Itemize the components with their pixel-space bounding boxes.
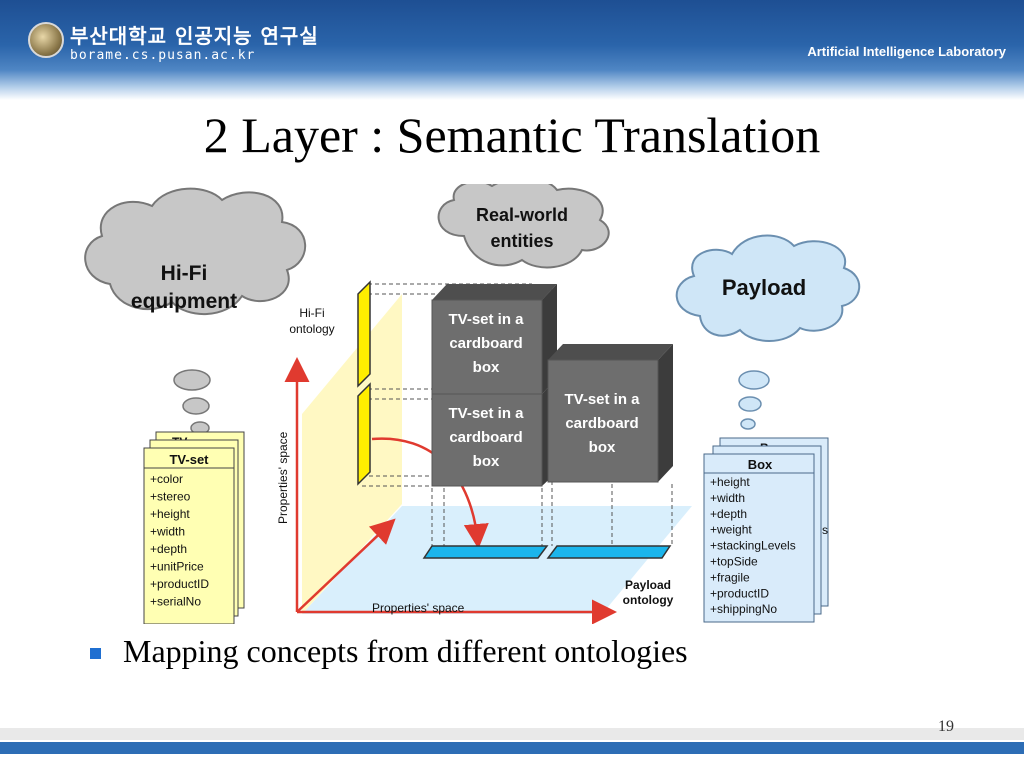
realworld-cloud-line2: entities (490, 231, 553, 251)
tv-card-attribute: +color (150, 472, 183, 486)
box-card-attribute: +topSide (710, 555, 758, 569)
box-card-attribute: +depth (710, 507, 747, 521)
box-card-title: Box (748, 457, 773, 472)
tv-card-attribute: +height (150, 507, 190, 521)
box-card-attribute: +shippingNo (710, 602, 777, 616)
lab-name: Artificial Intelligence Laboratory (807, 44, 1006, 59)
tv-card-title: TV-set (169, 452, 209, 467)
hifi-ontology-label-line1: Hi-Fi (299, 306, 324, 320)
box-class-card: Box s Box +height+width+depth+weight+sta… (703, 437, 829, 623)
box-card-attribute: +height (710, 475, 750, 489)
hifi-ontology-plane (302, 294, 402, 614)
box2-line3: box (473, 453, 500, 470)
footer-blue-bar (0, 742, 1024, 754)
box1-line2: cardboard (449, 335, 522, 352)
payload-thought-bubbles (738, 370, 770, 430)
semantic-translation-diagram: Hi-Fi equipment Real-world entities Payl… (84, 184, 861, 624)
university-url: borame.cs.pusan.ac.kr (70, 48, 256, 63)
footer-gray-bar (0, 728, 1024, 740)
box-card-attribute: +weight (710, 523, 752, 537)
hifi-equipment-cloud: Hi-Fi equipment (84, 187, 307, 315)
box-card-attribute: +width (710, 491, 745, 505)
box1-line1: TV-set in a (448, 311, 524, 328)
tv-card-attribute: +unitPrice (150, 560, 204, 574)
bullet-item: Mapping concepts from different ontologi… (90, 633, 688, 670)
tv-card-attribute: +serialNo (150, 595, 201, 609)
box-card-back-fragment: s (822, 523, 828, 537)
box3-line1: TV-set in a (564, 391, 640, 408)
box-card-attribute: +productID (710, 586, 769, 600)
hifi-ontology-label-line2: ontology (289, 322, 334, 336)
tv-set-class-card: TV- TV-set +color+stereo+height+width+de… (143, 431, 245, 624)
page-number: 19 (938, 718, 954, 735)
slide-header: 부산대학교 인공지능 연구실 borame.cs.pusan.ac.kr Art… (0, 0, 1024, 100)
box2-line1: TV-set in a (448, 405, 524, 422)
payload-cloud: Payload (675, 234, 861, 342)
hifi-cloud-line1: Hi-Fi (161, 262, 208, 285)
bullet-square-icon (90, 648, 101, 659)
hifi-concept-bar-lower (357, 382, 371, 486)
university-name: 부산대학교 인공지능 연구실 (70, 24, 319, 48)
payload-ontology-label-line1: Payload (625, 578, 671, 592)
box1-line3: box (473, 359, 500, 376)
box-card-attribute: +fragile (710, 570, 750, 584)
x-axis-label: Properties' space (372, 601, 465, 615)
bullet-text: Mapping concepts from different ontologi… (123, 633, 688, 669)
payload-concept-bar-1 (422, 545, 549, 559)
tv-box-top-back: TV-set in a cardboard box (431, 284, 557, 395)
slide-title: 2 Layer : Semantic Translation (203, 107, 821, 163)
box3-line3: box (589, 439, 616, 456)
tv-box-bottom-back: TV-set in a cardboard box (431, 378, 557, 487)
tv-card-attribute: +depth (150, 542, 187, 556)
university-emblem-icon (28, 22, 64, 58)
axes (284, 357, 617, 624)
payload-cloud-label: Payload (722, 275, 806, 300)
hifi-concept-bar-upper (357, 280, 371, 388)
realworld-cloud-line1: Real-world (476, 205, 568, 225)
tv-card-attribute: +stereo (150, 490, 191, 504)
tv-card-attribute: +productID (150, 577, 209, 591)
payload-ontology-label-line2: ontology (623, 593, 674, 607)
y-axis-label: Properties' space (276, 431, 290, 524)
box2-line2: cardboard (449, 429, 522, 446)
box-card-attribute: +stackingLevels (710, 539, 796, 553)
tv-card-attribute: +width (150, 525, 185, 539)
payload-ontology-plane (302, 506, 692, 614)
hifi-cloud-line2: equipment (131, 290, 237, 313)
payload-concept-bar-2 (546, 545, 672, 559)
tv-box-front: TV-set in a cardboard box (547, 344, 673, 483)
real-world-entities-cloud: Real-world entities (437, 184, 610, 269)
box3-line2: cardboard (565, 415, 638, 432)
hifi-thought-bubbles (173, 369, 211, 435)
